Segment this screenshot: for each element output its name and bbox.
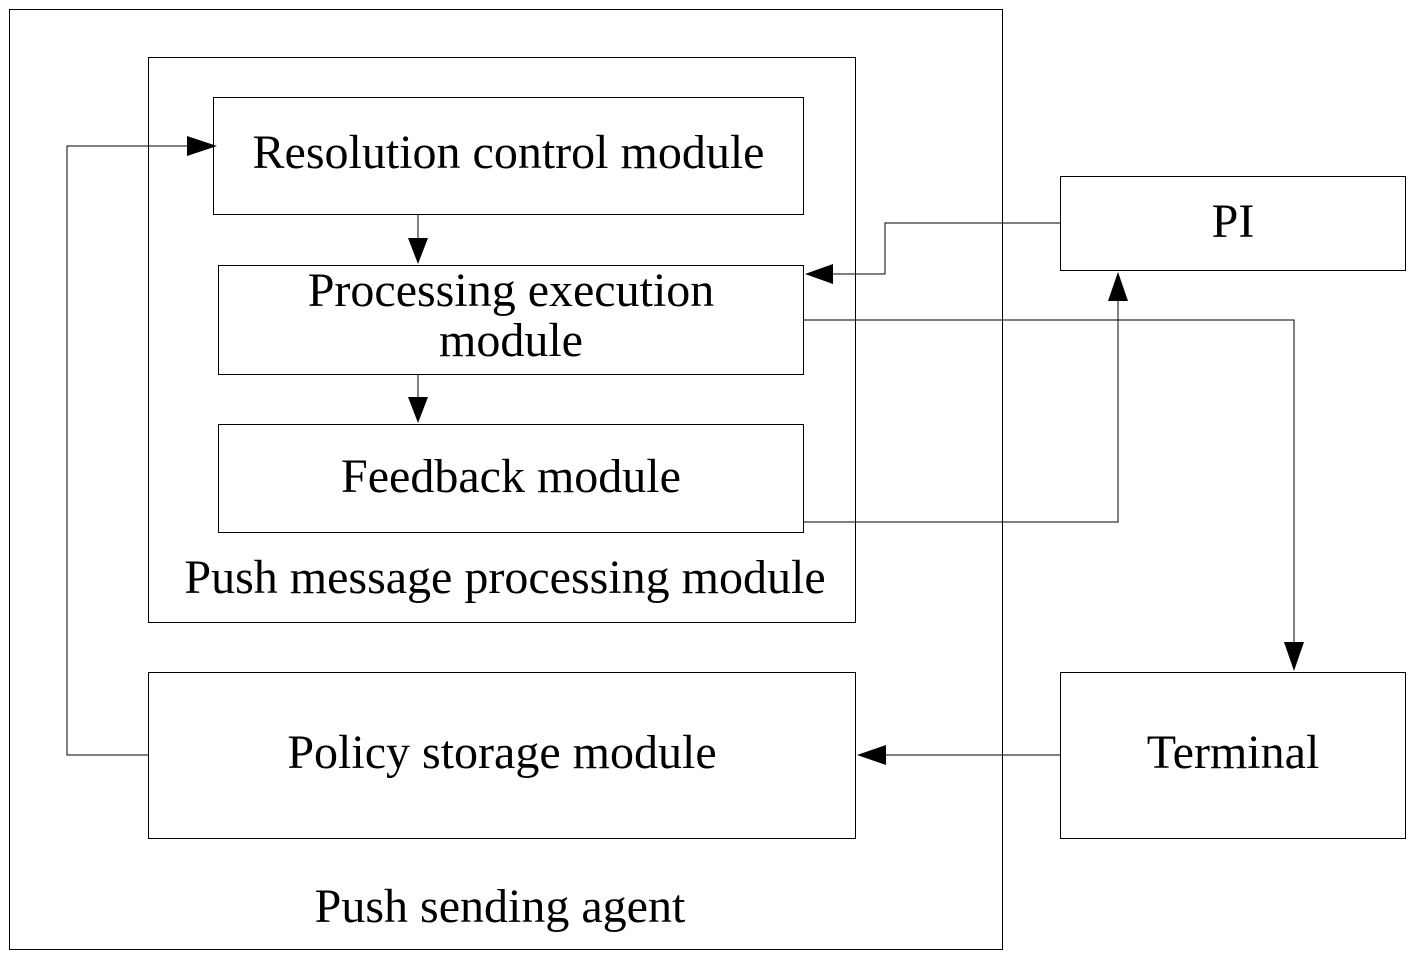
arrowhead-into-pi (1108, 272, 1128, 301)
connector-policy-to-resolution (67, 146, 188, 755)
arrowhead-into-policy-storage (857, 745, 886, 765)
arrowhead-into-processing-from-pi (805, 264, 833, 284)
connector-feedback-to-pi (804, 300, 1118, 522)
connector-pi-to-processing (832, 223, 1060, 274)
arrowhead-into-feedback (408, 397, 428, 423)
arrowhead-into-terminal (1284, 642, 1304, 671)
arrowhead-into-resolution (187, 136, 217, 156)
arrowhead-into-processing-from-resolution (408, 238, 428, 264)
connector-processing-to-terminal (804, 320, 1294, 643)
